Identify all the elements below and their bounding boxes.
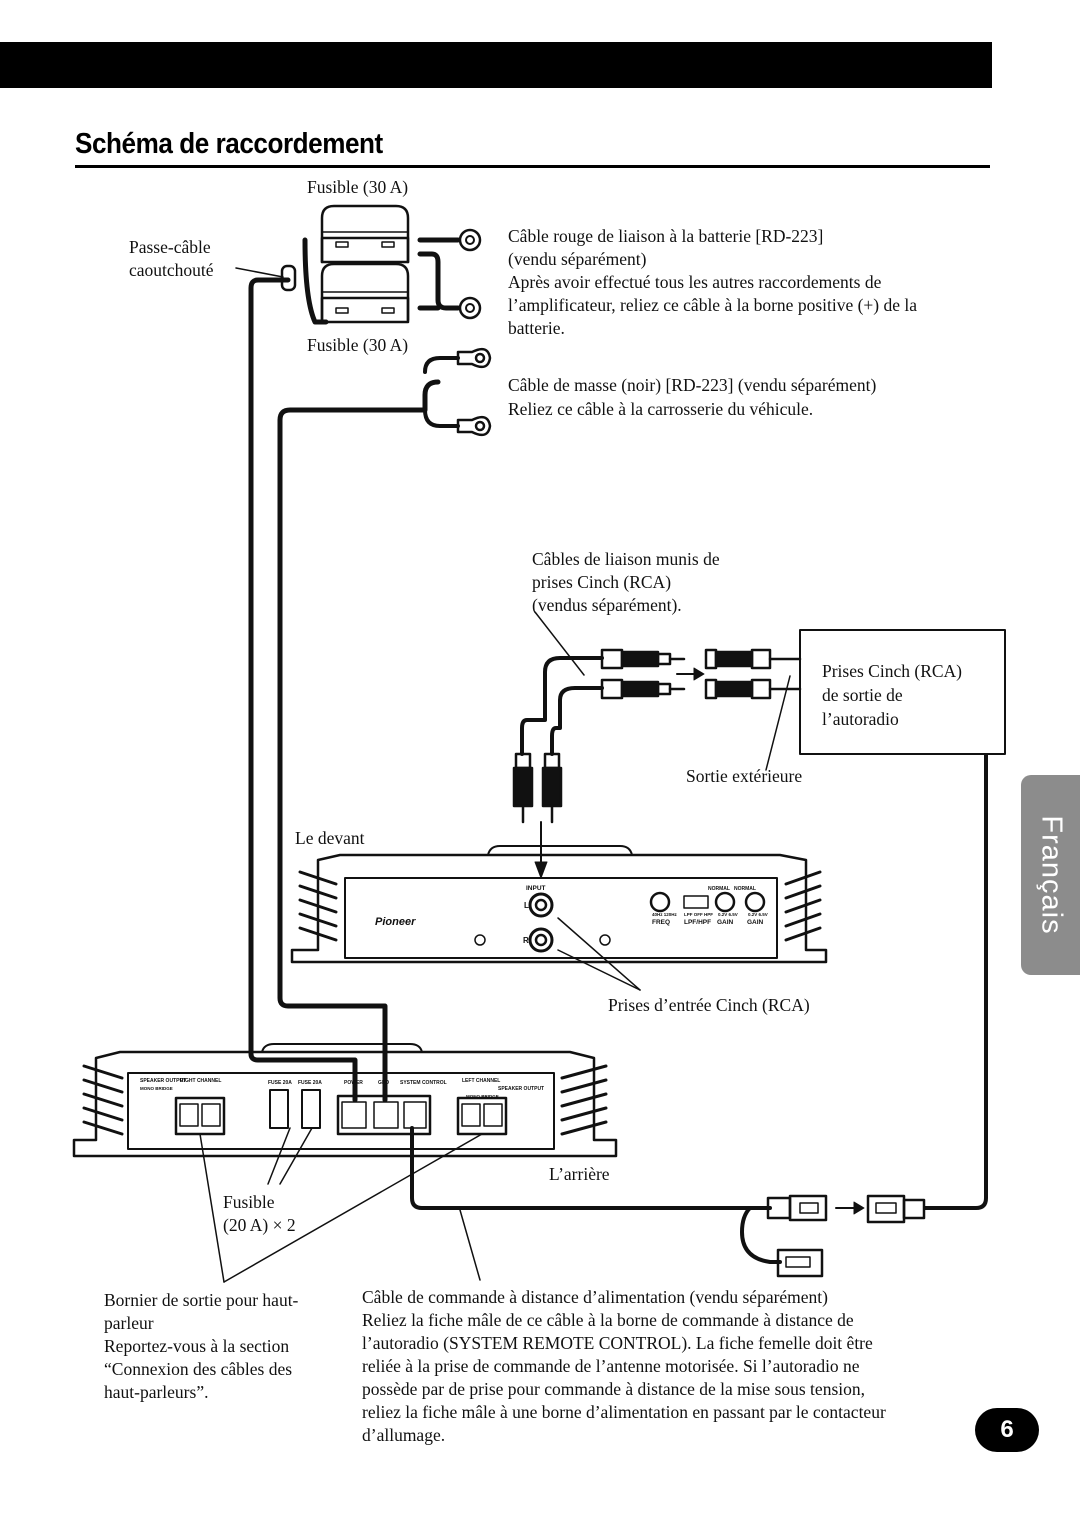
label-fuse-bottom: Fusible (30 A) [307,335,409,355]
label-ground-1: Câble de masse (noir) [RD-223] (vendu sé… [508,375,877,395]
rca-plug-vertical-r [541,752,563,824]
rear-fuse-a: FUSE 20A [268,1080,292,1086]
front-l-text: L [524,901,529,910]
rear-mono-bridge-right: MONO BRIDGE [140,1086,173,1091]
label-rca-cable-3: (vendus séparément). [532,595,682,615]
label-rca-cable-2: prises Cinch (RCA) [532,572,672,592]
label-fuse20-1: Fusible [223,1192,275,1212]
label-speaker-1: Bornier de sortie pour haut- [104,1290,299,1310]
label-speaker-4: “Connexion des câbles des [104,1359,293,1379]
front-gain-values-r: 0.2V 6.5V [748,912,768,917]
label-rear: L’arrière [549,1164,610,1184]
rear-speaker-output-left: SPEAKER OUTPUT [498,1086,544,1092]
front-r-text: R [523,936,529,945]
label-battery-4: l’amplificateur, reliez ce câble à la bo… [508,295,918,315]
remote-female-plug-2 [776,1248,824,1278]
label-headunit-1: Prises Cinch (RCA) [822,661,962,681]
rca-plug-right-bottom [704,678,802,700]
page-number: 6 [975,1408,1039,1452]
front-filter-values: LPF OFF HPF [684,912,713,917]
front-freq-values: 40Hz 120Hz [652,912,678,917]
rear-right-channel: RIGHT CHANNEL [180,1078,221,1084]
label-grommet-1: Passe-câble [129,237,211,257]
label-fuse-top: Fusible (30 A) [307,177,409,197]
language-tab-label: Français [1035,815,1067,935]
front-gain-r-text: GAIN [747,919,764,926]
rca-plug-right-top [704,648,802,670]
front-freq-text: FREQ [652,919,670,926]
rear-fuse-b: FUSE 20A [298,1080,322,1086]
ground-lug-bottom [456,415,492,437]
front-lpf-text: LPF/HPF [684,919,711,926]
rca-plug-left-bottom [600,678,686,700]
head-unit-box [799,629,1006,755]
label-ground-2: Reliez ce câble à la carrosserie du véhi… [508,399,814,419]
label-remote-5: possède par de prise pour commande à dis… [362,1379,865,1399]
language-tab: Français [1021,775,1080,975]
rca-plug-left-top [600,648,686,670]
header-bar [0,42,992,88]
label-remote-4: reliée à la prise de commande de l’anten… [362,1356,860,1376]
rear-speaker-output-right: SPEAKER OUTPUT [140,1078,186,1084]
rear-power: POWER [344,1080,363,1086]
label-speaker-5: haut-parleurs”. [104,1382,209,1402]
title-rule [75,165,990,168]
label-battery-1: Câble rouge de liaison à la batterie [RD… [508,226,824,246]
front-normal-l-text: NORMAL [708,886,730,892]
remote-female-plug [866,1194,926,1224]
label-headunit-2: de sortie de [822,685,903,705]
label-remote-6: reliez la fiche mâle à une borne d’alime… [362,1402,886,1422]
front-brand-text: Pioneer [375,916,416,928]
page-title: Schéma de raccordement [75,128,383,160]
label-rca-inputs: Prises d’entrée Cinch (RCA) [608,995,810,1015]
rear-left-channel: LEFT CHANNEL [462,1078,500,1084]
label-grommet-2: caoutchouté [129,260,214,280]
label-rca-cable-1: Câbles de liaison munis de [532,549,720,569]
rear-ground: GND [378,1080,390,1086]
label-battery-2: (vendu séparément) [508,249,647,269]
front-input-text: INPUT [526,885,546,892]
front-normal-r-text: NORMAL [734,886,756,892]
label-front: Le devant [295,828,365,848]
label-remote-3: l’autoradio (SYSTEM REMOTE CONTROL). La … [362,1333,873,1353]
label-remote-2: Reliez la fiche mâle de ce câble à la bo… [362,1310,854,1330]
label-remote-1: Câble de commande à distance d’alimentat… [362,1287,828,1307]
label-remote-7: d’allumage. [362,1425,446,1445]
front-gain-l-text: GAIN [717,919,734,926]
label-battery-3: Après avoir effectué tous les autres rac… [508,272,882,292]
remote-male-plug [766,1194,828,1222]
rca-plug-vertical-l [512,752,534,824]
front-gain-values-l: 0.2V 6.5V [718,912,738,917]
amplifier-front-view [290,845,828,964]
rubber-grommet [280,264,297,292]
rear-system-control: SYSTEM CONTROL [400,1080,447,1086]
label-speaker-3: Reportez-vous à la section [104,1336,290,1356]
ground-lug-top [456,347,492,369]
label-fuse20-2: (20 A) × 2 [223,1215,296,1235]
label-battery-5: batterie. [508,318,565,338]
label-speaker-2: parleur [104,1313,154,1333]
fuse-holder-bottom [320,262,410,324]
label-external-output: Sortie extérieure [686,766,803,786]
label-headunit-3: l’autoradio [822,709,899,729]
fuse-holder-top [320,204,410,264]
rear-mono-bridge-left: MONO BRIDGE [466,1094,499,1099]
